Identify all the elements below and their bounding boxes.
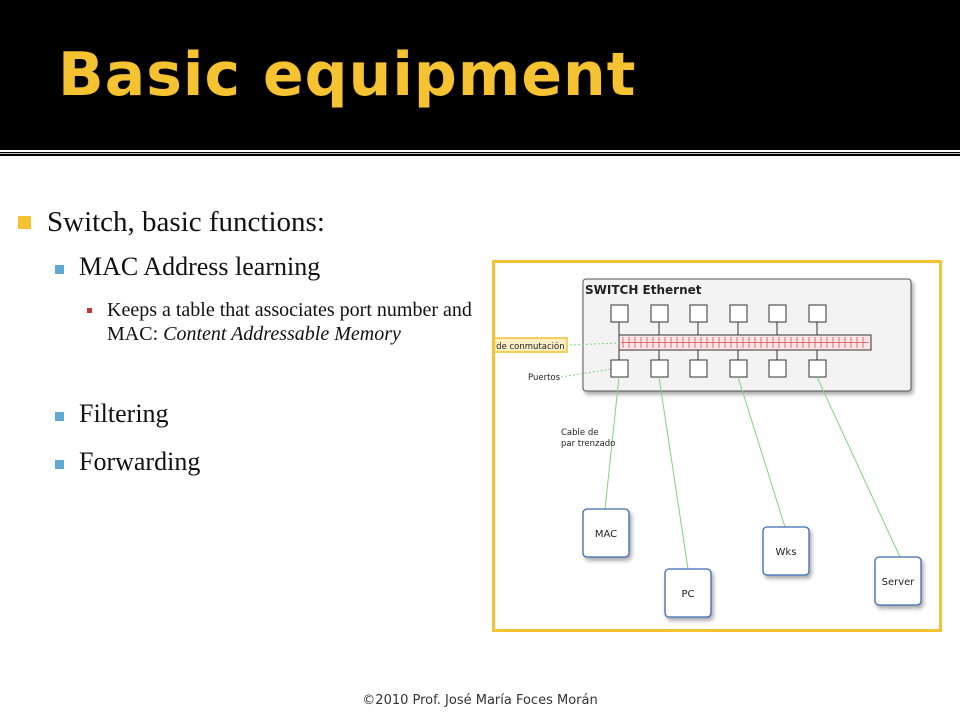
cable-to-server xyxy=(816,376,901,558)
slide-title: Basic equipment xyxy=(58,40,637,110)
cable-label-line1: Cable de xyxy=(561,428,598,438)
node-wks: Wks xyxy=(762,526,810,576)
bullet-marker-square xyxy=(18,216,31,229)
fabric-label-highlight xyxy=(495,337,568,353)
cable-to-wks xyxy=(737,376,786,528)
bullet-mac-table-detail: Keeps a table that associates port numbe… xyxy=(107,298,477,346)
bottom-port xyxy=(689,359,708,378)
fabric-hatching xyxy=(621,337,869,348)
node-mac: MAC xyxy=(582,508,630,558)
bottom-port xyxy=(808,359,827,378)
bottom-port xyxy=(650,359,669,378)
top-port xyxy=(808,304,827,323)
fabric-label: Malla de conmutación xyxy=(495,341,565,352)
detail-text: Keeps a table that associates port numbe… xyxy=(107,299,472,345)
ports-callout-line xyxy=(560,368,612,378)
bullet-switch-functions: Switch, basic functions: xyxy=(47,206,325,238)
switch-diagram-svg: SWITCH Ethernet xyxy=(495,278,922,618)
top-port xyxy=(689,304,708,323)
detail-italic-text: Content Addressable Memory xyxy=(163,323,401,345)
bottom-port xyxy=(729,359,748,378)
title-bar: Basic equipment xyxy=(0,0,960,150)
bottom-ports xyxy=(610,350,827,378)
node-pc-label: PC xyxy=(681,589,694,600)
bullet-filtering: Filtering xyxy=(79,399,169,428)
bullet-marker-square xyxy=(87,308,92,313)
slide-footer: ©2010 Prof. José María Foces Morán xyxy=(362,693,598,708)
bottom-port xyxy=(768,359,787,378)
top-ports xyxy=(610,304,827,335)
bullet-mac-learning: MAC Address learning xyxy=(79,252,321,281)
cable-label-line2: par trenzado xyxy=(561,439,615,449)
cable-to-mac xyxy=(604,376,620,510)
top-port xyxy=(610,304,629,323)
bullet-forwarding: Forwarding xyxy=(79,447,201,476)
bullet-marker-square xyxy=(55,265,64,274)
node-pc: PC xyxy=(664,568,712,618)
bottom-port xyxy=(610,359,629,378)
cable-to-pc xyxy=(658,376,689,570)
switch-diagram: SWITCH Ethernet xyxy=(492,260,942,632)
title-divider-shadow xyxy=(0,153,960,154)
switch-label: SWITCH Ethernet xyxy=(585,283,702,297)
title-divider xyxy=(0,150,960,152)
node-mac-label: MAC xyxy=(595,529,617,540)
fabric-callout-line xyxy=(569,342,620,346)
bullet-marker-square xyxy=(55,460,64,469)
node-server: Server xyxy=(874,556,922,606)
bullet-marker-square xyxy=(55,412,64,421)
top-port xyxy=(650,304,669,323)
node-wks-label: Wks xyxy=(776,547,797,558)
twisted-pair-cables xyxy=(604,376,901,570)
top-port xyxy=(768,304,787,323)
slide-content: Switch, basic functions: MAC Address lea… xyxy=(0,156,960,720)
ports-label: Puertos xyxy=(528,373,561,383)
top-port xyxy=(729,304,748,323)
node-server-label: Server xyxy=(882,577,916,588)
